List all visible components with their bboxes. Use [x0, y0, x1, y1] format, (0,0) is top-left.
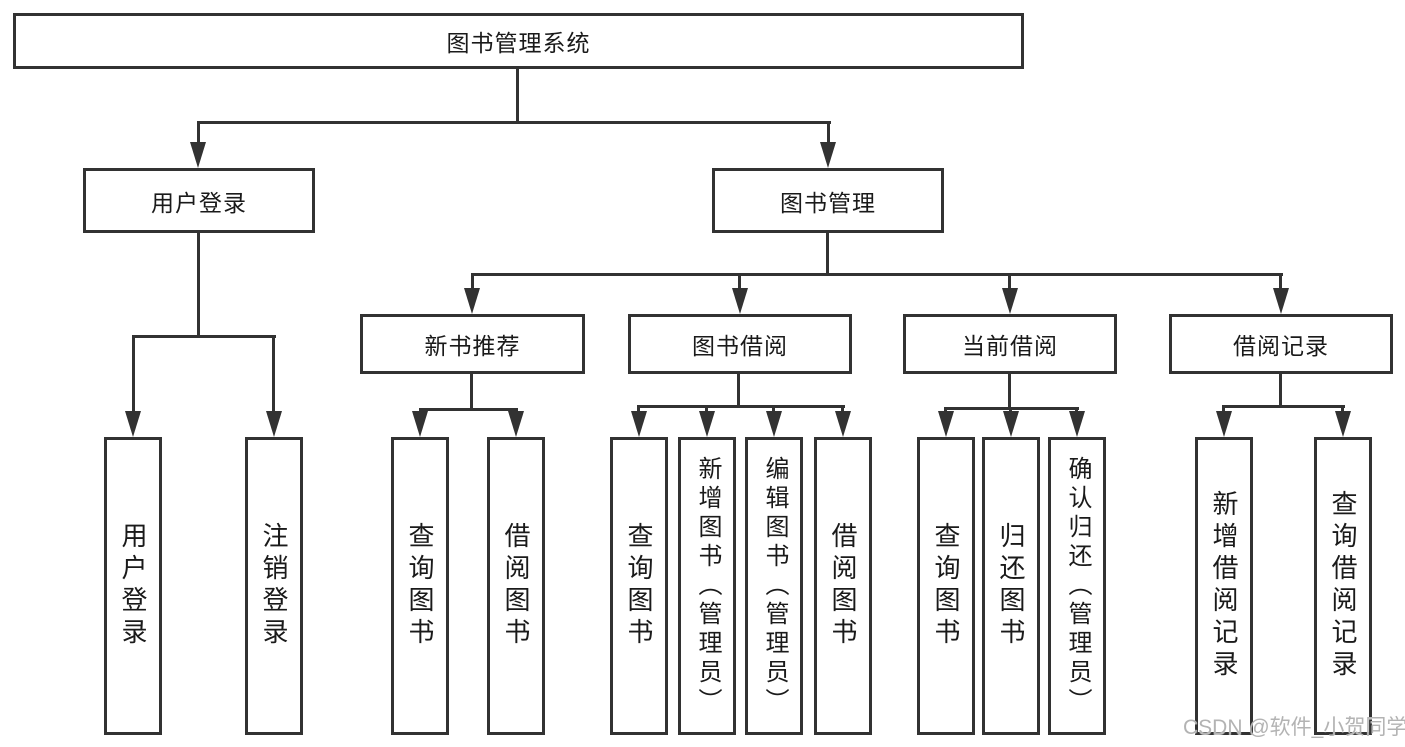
- connector-line: [471, 273, 1283, 276]
- connector-line: [471, 273, 474, 290]
- connector-line: [1341, 405, 1344, 413]
- arrowhead-down-icon: [1335, 411, 1351, 437]
- arrowhead-down-icon: [631, 411, 647, 437]
- arrowhead-down-icon: [508, 411, 524, 437]
- connector-line: [1222, 405, 1345, 408]
- node-library-management-system: 图书管理系统: [13, 13, 1024, 69]
- leaf-node-query-borrow-record: 查询借阅记录: [1314, 437, 1372, 735]
- leaf-label: 归还图书: [996, 522, 1026, 650]
- leaf-label: 查询借阅记录: [1328, 490, 1358, 682]
- leaf-node-edit-books-admin: 编辑图书（管理员）: [745, 437, 803, 735]
- connector-line: [826, 233, 829, 273]
- node-current-borrowing: 当前借阅: [903, 314, 1117, 374]
- leaf-label: 注销登录: [259, 522, 289, 650]
- leaf-node-borrow-books-borrow: 借阅图书: [814, 437, 872, 735]
- connector-line: [470, 374, 473, 408]
- node-user-login: 用户登录: [83, 168, 315, 233]
- leaf-node-borrow-books-recommend: 借阅图书: [487, 437, 545, 735]
- leaf-node-query-books-current: 查询图书: [917, 437, 975, 735]
- leaf-label: 借阅图书: [828, 522, 858, 650]
- leaf-node-add-books-admin: 新增图书（管理员）: [678, 437, 736, 735]
- connector-line: [737, 374, 740, 405]
- arrowhead-down-icon: [732, 288, 748, 314]
- arrowhead-down-icon: [464, 288, 480, 314]
- arrowhead-down-icon: [766, 411, 782, 437]
- connector-line: [944, 407, 947, 413]
- leaf-label: 编辑图书（管理员）: [761, 455, 788, 717]
- arrowhead-down-icon: [1216, 411, 1232, 437]
- connector-line: [1279, 374, 1282, 405]
- leaf-label: 用户登录: [118, 522, 148, 650]
- connector-line: [197, 121, 200, 144]
- connector-line: [705, 405, 708, 413]
- arrowhead-down-icon: [266, 411, 282, 437]
- arrowhead-down-icon: [820, 142, 836, 168]
- leaf-node-query-books-borrow: 查询图书: [610, 437, 668, 735]
- connector-line: [419, 408, 422, 413]
- connector-line: [1222, 405, 1225, 413]
- leaf-label: 新增图书（管理员）: [694, 455, 721, 717]
- arrowhead-down-icon: [190, 142, 206, 168]
- node-book-borrowing: 图书借阅: [628, 314, 852, 374]
- arrowhead-down-icon: [125, 411, 141, 437]
- connector-line: [772, 405, 775, 413]
- leaf-label: 查询图书: [931, 522, 961, 650]
- leaf-node-return-books: 归还图书: [982, 437, 1040, 735]
- connector-line: [197, 121, 831, 124]
- connector-line: [197, 233, 200, 335]
- connector-line: [1009, 407, 1012, 413]
- connector-line: [272, 335, 275, 413]
- arrowhead-down-icon: [699, 411, 715, 437]
- arrowhead-down-icon: [412, 411, 428, 437]
- connector-line: [132, 335, 135, 413]
- connector-line: [1008, 374, 1011, 407]
- leaf-node-confirm-return-admin: 确认归还（管理员）: [1048, 437, 1106, 735]
- connector-line: [1008, 273, 1011, 290]
- leaf-label: 借阅图书: [501, 522, 531, 650]
- arrowhead-down-icon: [1003, 411, 1019, 437]
- connector-line: [637, 405, 640, 413]
- connector-line: [1279, 273, 1282, 290]
- leaf-node-query-books-recommend: 查询图书: [391, 437, 449, 735]
- connector-line: [827, 121, 830, 144]
- connector-line: [1075, 407, 1078, 413]
- connector-line: [419, 408, 518, 411]
- connector-line: [514, 408, 517, 413]
- connector-line: [132, 335, 276, 338]
- leaf-node-add-borrow-record: 新增借阅记录: [1195, 437, 1253, 735]
- arrowhead-down-icon: [1069, 411, 1085, 437]
- connector-line: [841, 405, 844, 413]
- node-borrowing-records: 借阅记录: [1169, 314, 1393, 374]
- leaf-label: 查询图书: [624, 522, 654, 650]
- connector-line: [738, 273, 741, 290]
- connector-line: [637, 405, 845, 408]
- arrowhead-down-icon: [835, 411, 851, 437]
- leaf-label: 查询图书: [405, 522, 435, 650]
- leaf-label: 新增借阅记录: [1209, 490, 1239, 682]
- node-new-book-recommendation: 新书推荐: [360, 314, 585, 374]
- arrowhead-down-icon: [1002, 288, 1018, 314]
- leaf-label: 确认归还（管理员）: [1064, 455, 1091, 717]
- arrowhead-down-icon: [938, 411, 954, 437]
- connector-line: [516, 69, 519, 121]
- arrowhead-down-icon: [1273, 288, 1289, 314]
- leaf-node-logout: 注销登录: [245, 437, 303, 735]
- watermark: CSDN @软件_小贺同学: [1183, 716, 1405, 739]
- leaf-node-user-login: 用户登录: [104, 437, 162, 735]
- node-book-management: 图书管理: [712, 168, 944, 233]
